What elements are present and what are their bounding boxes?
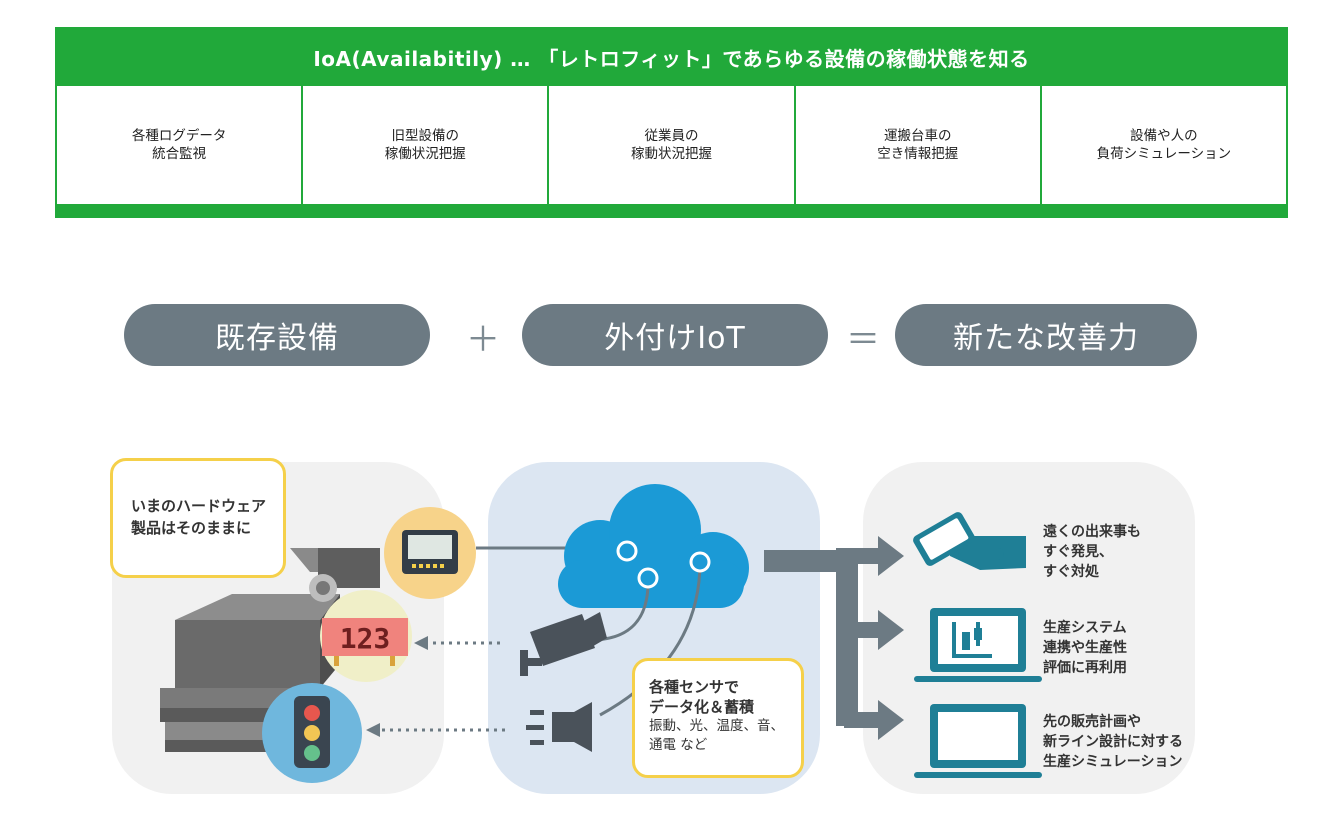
sensor-cable	[599, 561, 702, 717]
ioa-cell-cart-availability: 運搬台車の 空き情報把握	[796, 86, 1042, 204]
laptop-chart-icon	[914, 608, 1042, 682]
cloud-node-2	[637, 567, 659, 589]
pill-external-iot: 外付けIoT	[522, 304, 828, 366]
ioa-table: IoA(Availabitily) … 「レトロフィット」であらゆる設備の稼働状…	[55, 27, 1288, 218]
dotted-arrow-to-signal	[366, 723, 505, 737]
output-text-simulation: 先の販売計画や 新ライン設計に対する 生産シミュレーション	[1043, 714, 1183, 770]
ioa-cell-load-simulation: 設備や人の 負荷シミュレーション	[1096, 128, 1232, 162]
meter-icon	[384, 507, 476, 599]
plug-sensor-icon	[526, 702, 592, 752]
ioa-title: IoA(Availabitily) … 「レトロフィット」であらゆる設備の稼働状…	[57, 29, 1286, 86]
output-text-remote: 遠くの出来事も すぐ発見、 すぐ対処	[1043, 524, 1141, 580]
callout-sensors: 各種センサで データ化＆蓄積 振動、光、温度、音、 通電 など	[632, 658, 804, 778]
ioa-cell-log-monitoring: 各種ログデータ 統合監視	[57, 86, 304, 204]
signal-tower-icon	[262, 683, 362, 783]
pill-existing-equipment: 既存設備	[124, 304, 430, 366]
output-text-production-system: 生産システム 連携や生産性 評価に再利用	[1043, 620, 1127, 676]
ioa-cells: 各種ログデータ 統合監視 旧型設備の 稼働状況把握 従業員の 稼動状況把握 運搬…	[57, 86, 1286, 204]
plus-sign: ＋	[466, 320, 500, 360]
ioa-cell-employee-status: 従業員の 稼動状況把握	[549, 86, 796, 204]
laptop-icon	[914, 704, 1042, 778]
cloud-node-1	[616, 540, 638, 562]
dotted-arrow-to-display	[414, 636, 500, 650]
panel-outputs	[863, 462, 1195, 794]
display-value: 123	[340, 622, 391, 655]
smartphone-hand-icon	[913, 512, 1026, 570]
callout-sensors-title: 各種センサで データ化＆蓄積	[649, 678, 755, 716]
cloud-node-3	[689, 551, 711, 573]
ioa-footer-bar	[57, 204, 1286, 216]
cloud-icon	[558, 484, 749, 608]
digital-display-icon: 123	[320, 590, 412, 682]
output-arrows	[764, 536, 904, 740]
camera-icon	[520, 612, 607, 676]
pill-new-improvement: 新たな改善力	[895, 304, 1197, 366]
equals-sign: ＝	[846, 320, 880, 360]
callout-keep-hardware: いまのハードウェア 製品はそのままに	[110, 458, 286, 578]
ioa-cell-legacy-equipment: 旧型設備の 稼働状況把握	[303, 86, 550, 204]
callout-sensors-detail: 振動、光、温度、音、 通電 など	[649, 718, 784, 753]
